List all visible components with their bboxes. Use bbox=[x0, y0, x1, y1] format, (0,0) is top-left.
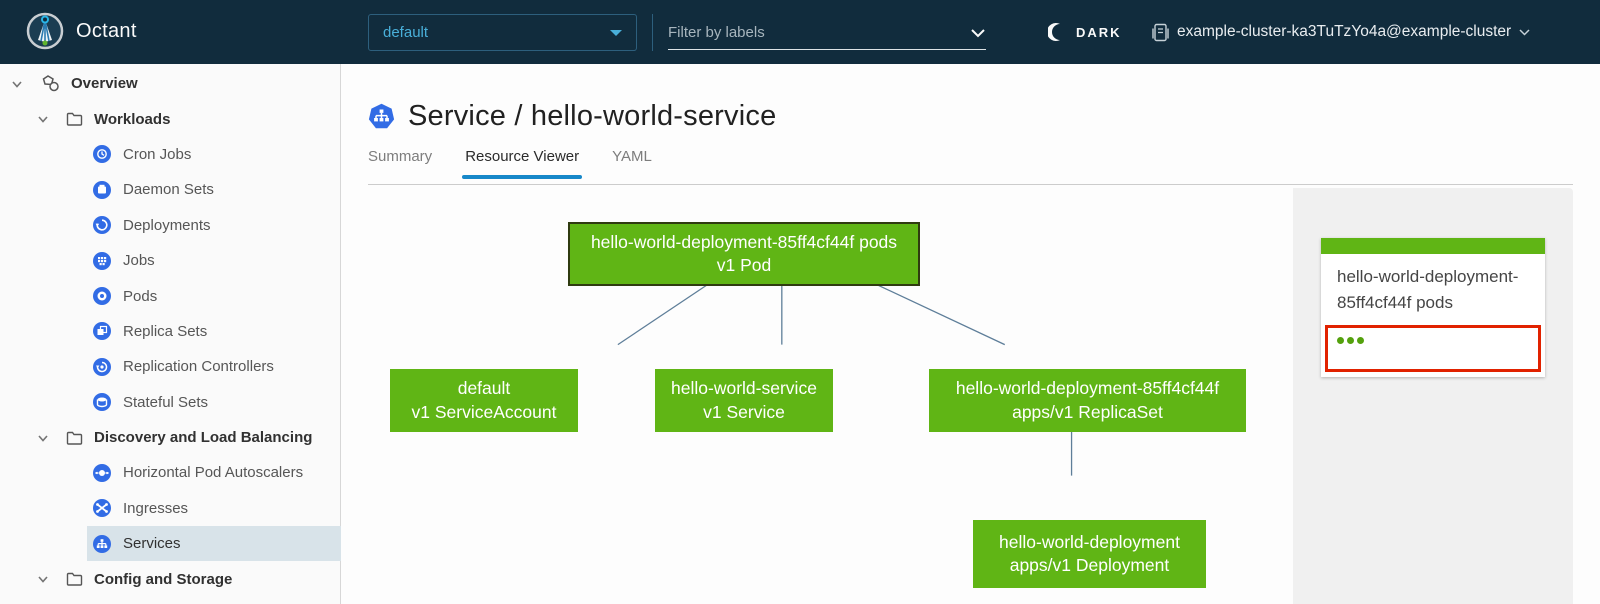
daemon-sets-icon bbox=[92, 180, 112, 200]
chevron-down-icon[interactable] bbox=[36, 112, 50, 126]
sidebar-item-label: Deployments bbox=[123, 216, 211, 234]
sidebar-item-ingresses[interactable]: Ingresses bbox=[87, 491, 341, 526]
label-filter-input[interactable] bbox=[668, 24, 970, 41]
sidebar-item-services[interactable]: Services bbox=[87, 526, 341, 562]
replication-controllers-icon bbox=[92, 357, 112, 377]
resource-graph: hello-world-deployment-85ff4cf44f pods v… bbox=[341, 185, 1600, 604]
chevron-down-icon[interactable] bbox=[10, 77, 24, 91]
folder-icon bbox=[66, 431, 83, 445]
node-kind: v1 Service bbox=[703, 401, 785, 422]
sidebar-item-label: Replication Controllers bbox=[123, 358, 274, 376]
sidebar-item-stateful-sets[interactable]: Stateful Sets bbox=[87, 385, 341, 420]
octant-logo-icon bbox=[26, 12, 64, 50]
sidebar-item-daemon-sets[interactable]: Daemon Sets bbox=[87, 172, 341, 207]
page-title-text: Service / hello-world-service bbox=[408, 100, 777, 132]
app-title: Octant bbox=[76, 19, 137, 42]
tab-summary[interactable]: Summary bbox=[368, 148, 432, 179]
cron-jobs-icon bbox=[92, 144, 112, 164]
node-kind: apps/v1 ReplicaSet bbox=[1012, 401, 1163, 422]
sidebar-item-overview[interactable]: Overview bbox=[0, 66, 340, 101]
replica-sets-icon bbox=[92, 321, 112, 341]
node-kind: v1 ServiceAccount bbox=[411, 401, 557, 422]
cluster-selector[interactable]: example-cluster-ka3TuTzYo4a@example-clus… bbox=[1152, 16, 1530, 48]
sidebar-group-label: Workloads bbox=[94, 110, 171, 128]
graph-node-pod[interactable]: hello-world-deployment-85ff4cf44f pods v… bbox=[568, 222, 920, 286]
sidebar-item-label: Replica Sets bbox=[123, 322, 208, 340]
sidebar-group-label: Config and Storage bbox=[94, 570, 233, 588]
sidebar-group-discovery-load-balancing[interactable]: Discovery and Load Balancing bbox=[0, 420, 340, 455]
sidebar-item-label: Services bbox=[123, 535, 181, 553]
cluster-icon bbox=[1152, 23, 1169, 41]
chevron-down-icon[interactable] bbox=[36, 572, 50, 586]
tab-yaml[interactable]: YAML bbox=[612, 148, 652, 179]
app-header: Octant default DARK example-clu bbox=[0, 0, 1600, 64]
graph-node-replicaset[interactable]: hello-world-deployment-85ff4cf44f apps/v… bbox=[929, 369, 1246, 432]
deployments-icon bbox=[92, 215, 112, 235]
jobs-icon bbox=[92, 251, 112, 271]
folder-icon bbox=[66, 572, 83, 586]
namespace-value: default bbox=[383, 24, 429, 41]
pod-status-dots bbox=[1337, 336, 1364, 344]
page-title: Service / hello-world-service bbox=[368, 100, 776, 133]
stateful-sets-icon bbox=[92, 392, 112, 412]
service-resource-icon bbox=[368, 103, 395, 129]
sidebar-item-label: Stateful Sets bbox=[123, 393, 209, 411]
sidebar-item-label: Horizontal Pod Autoscalers bbox=[123, 464, 304, 482]
label-filter bbox=[668, 16, 986, 50]
sidebar-item-horizontal-pod-autoscalers[interactable]: Horizontal Pod Autoscalers bbox=[87, 455, 341, 490]
graph-node-deployment[interactable]: hello-world-deployment apps/v1 Deploymen… bbox=[973, 520, 1206, 588]
moon-icon bbox=[1048, 23, 1060, 41]
graph-node-service[interactable]: hello-world-service v1 Service bbox=[655, 369, 833, 432]
pods-icon bbox=[92, 286, 112, 306]
sidebar-item-replica-sets[interactable]: Replica Sets bbox=[87, 314, 341, 349]
header-divider bbox=[652, 14, 653, 51]
sidebar-group-workloads[interactable]: Workloads bbox=[0, 101, 340, 136]
node-kind: v1 Pod bbox=[716, 255, 772, 275]
node-name: hello-world-deployment-85ff4cf44f bbox=[955, 378, 1220, 399]
ingresses-icon bbox=[92, 498, 112, 518]
selected-node-card[interactable]: hello-world-deployment-85ff4cf44f pods bbox=[1321, 238, 1545, 377]
navigation-sidebar: Overview Workloads Cron Jobs Daemon Sets bbox=[0, 64, 341, 604]
node-name: default bbox=[457, 378, 511, 399]
cluster-label: example-cluster-ka3TuTzYo4a@example-clus… bbox=[1177, 23, 1512, 40]
sidebar-item-label: Overview bbox=[71, 75, 138, 93]
horizontal-pod-autoscalers-icon bbox=[92, 463, 112, 483]
node-name: hello-world-service bbox=[671, 378, 817, 399]
sidebar-item-label: Jobs bbox=[123, 252, 155, 270]
card-status-bar bbox=[1321, 238, 1545, 254]
chevron-down-icon[interactable] bbox=[36, 431, 50, 445]
node-name: hello-world-deployment-85ff4cf44f pods bbox=[590, 231, 898, 252]
sidebar-item-jobs[interactable]: Jobs bbox=[87, 243, 341, 278]
node-kind: apps/v1 Deployment bbox=[1009, 555, 1170, 575]
namespace-select[interactable]: default bbox=[368, 14, 637, 51]
tab-resource-viewer[interactable]: Resource Viewer bbox=[462, 148, 583, 179]
sidebar-item-label: Cron Jobs bbox=[123, 145, 192, 163]
sidebar-item-deployments[interactable]: Deployments bbox=[87, 208, 341, 243]
brand: Octant bbox=[26, 12, 137, 50]
card-title: hello-world-deployment-85ff4cf44f pods bbox=[1337, 267, 1519, 313]
dark-theme-toggle[interactable]: DARK bbox=[1048, 16, 1122, 48]
services-icon bbox=[92, 534, 112, 554]
main-content: Service / hello-world-service Summary Re… bbox=[341, 64, 1600, 604]
caret-down-icon bbox=[610, 29, 622, 36]
sidebar-item-label: Daemon Sets bbox=[123, 181, 214, 199]
tab-bar: Summary Resource Viewer YAML bbox=[368, 148, 652, 179]
tab-divider bbox=[368, 184, 1573, 185]
sidebar-group-label: Discovery and Load Balancing bbox=[94, 429, 313, 447]
pod-status-highlight-box bbox=[1325, 324, 1541, 372]
chevron-down-icon[interactable] bbox=[970, 28, 986, 38]
sidebar-item-label: Ingresses bbox=[123, 499, 189, 517]
sidebar-item-label: Pods bbox=[123, 287, 158, 305]
selected-node-panel: hello-world-deployment-85ff4cf44f pods bbox=[1293, 188, 1573, 604]
overview-icon bbox=[41, 75, 60, 92]
sidebar-item-replication-controllers[interactable]: Replication Controllers bbox=[87, 349, 341, 384]
sidebar-group-config-and-storage[interactable]: Config and Storage bbox=[0, 561, 340, 596]
node-name: hello-world-deployment bbox=[999, 531, 1180, 552]
sidebar-item-pods[interactable]: Pods bbox=[87, 278, 341, 313]
sidebar-item-cron-jobs[interactable]: Cron Jobs bbox=[87, 137, 341, 172]
graph-node-serviceaccount[interactable]: default v1 ServiceAccount bbox=[390, 369, 578, 432]
theme-label: DARK bbox=[1076, 24, 1122, 40]
chevron-down-icon bbox=[1519, 28, 1530, 36]
folder-icon bbox=[66, 112, 83, 126]
